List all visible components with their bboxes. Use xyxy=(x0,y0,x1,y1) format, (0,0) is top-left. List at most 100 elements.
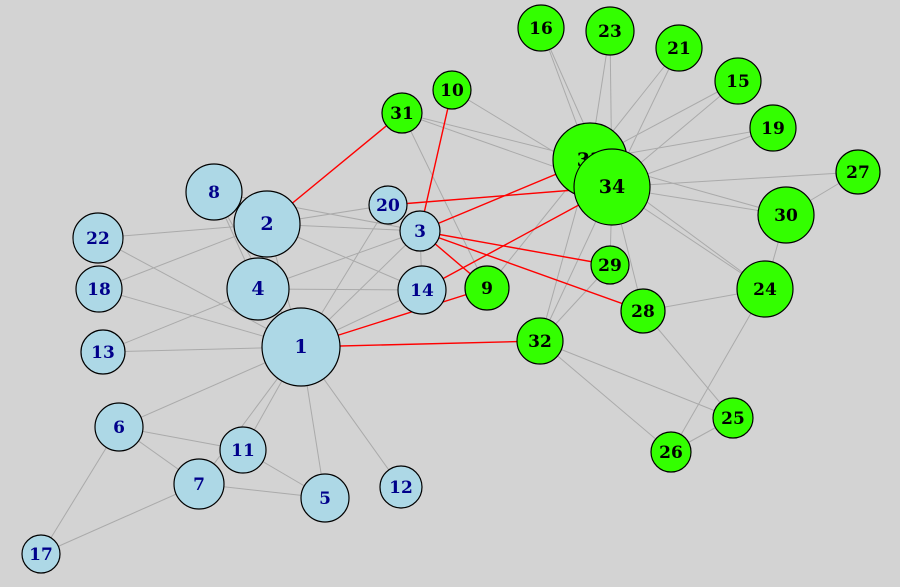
node-circle-6 xyxy=(94,402,144,452)
node-label-24: 24 xyxy=(753,280,777,300)
edge-25-32 xyxy=(539,340,734,419)
node-circle-28 xyxy=(620,288,666,334)
node-16: 16 xyxy=(517,4,565,52)
edge-27-34 xyxy=(611,171,859,188)
node-2: 2 xyxy=(233,190,301,258)
node-label-10: 10 xyxy=(440,81,464,101)
cut-edge-3-29 xyxy=(419,230,611,266)
node-label-25: 25 xyxy=(721,409,745,429)
node-7: 7 xyxy=(173,458,225,510)
node-label-29: 29 xyxy=(598,256,622,276)
node-label-6: 6 xyxy=(113,418,125,438)
node-label-14: 14 xyxy=(410,281,434,301)
node-34: 34 xyxy=(573,148,651,226)
edge-6-17 xyxy=(40,426,120,555)
node-label-13: 13 xyxy=(91,343,115,363)
node-24: 24 xyxy=(736,260,794,318)
edge-7-17 xyxy=(40,483,200,555)
node-circle-23 xyxy=(585,6,635,56)
node-15: 15 xyxy=(714,57,762,105)
node-circle-14 xyxy=(397,265,447,315)
node-label-4: 4 xyxy=(251,278,264,300)
node-label-12: 12 xyxy=(389,478,413,498)
node-label-11: 11 xyxy=(231,441,255,461)
cut-edge-3-28 xyxy=(419,230,644,312)
node-19: 19 xyxy=(749,104,797,152)
node-18: 18 xyxy=(75,265,123,313)
node-circle-31 xyxy=(381,92,423,134)
node-26: 26 xyxy=(650,431,692,473)
node-circle-26 xyxy=(650,431,692,473)
node-label-26: 26 xyxy=(659,443,683,463)
node-21: 21 xyxy=(655,24,703,72)
node-label-15: 15 xyxy=(726,72,750,92)
node-circle-16 xyxy=(517,4,565,52)
node-label-18: 18 xyxy=(87,280,111,300)
node-29: 29 xyxy=(590,245,630,285)
node-circle-15 xyxy=(714,57,762,105)
node-label-9: 9 xyxy=(481,279,493,299)
node-circle-11 xyxy=(219,426,267,474)
node-20: 20 xyxy=(368,185,408,225)
node-30: 30 xyxy=(757,186,815,244)
node-label-27: 27 xyxy=(846,163,870,183)
node-circle-19 xyxy=(749,104,797,152)
node-label-20: 20 xyxy=(376,196,400,216)
node-32: 32 xyxy=(516,317,564,365)
node-31: 31 xyxy=(381,92,423,134)
node-circle-4 xyxy=(226,257,290,321)
node-circle-29 xyxy=(590,245,630,285)
node-label-3: 3 xyxy=(414,222,426,242)
node-circle-3 xyxy=(399,210,441,252)
node-circle-12 xyxy=(379,465,423,509)
node-circle-2 xyxy=(233,190,301,258)
node-label-21: 21 xyxy=(667,39,691,59)
node-label-19: 19 xyxy=(761,119,785,139)
node-9: 9 xyxy=(464,265,510,311)
node-11: 11 xyxy=(219,426,267,474)
node-circle-34 xyxy=(573,148,651,226)
node-1: 1 xyxy=(261,307,341,387)
node-circle-32 xyxy=(516,317,564,365)
node-28: 28 xyxy=(620,288,666,334)
node-4: 4 xyxy=(226,257,290,321)
node-label-7: 7 xyxy=(193,475,205,495)
node-8: 8 xyxy=(185,163,243,221)
node-circle-21 xyxy=(655,24,703,72)
node-label-1: 1 xyxy=(294,336,307,358)
node-label-22: 22 xyxy=(86,229,110,249)
node-label-32: 32 xyxy=(528,332,552,352)
node-27: 27 xyxy=(835,149,881,195)
node-23: 23 xyxy=(585,6,635,56)
node-circle-13 xyxy=(80,329,126,375)
node-circle-30 xyxy=(757,186,815,244)
node-circle-9 xyxy=(464,265,510,311)
node-label-17: 17 xyxy=(29,545,53,565)
node-6: 6 xyxy=(94,402,144,452)
cut-edge-3-10 xyxy=(419,89,453,232)
node-3: 3 xyxy=(399,210,441,252)
node-circle-1 xyxy=(261,307,341,387)
node-22: 22 xyxy=(72,212,124,264)
node-circle-5 xyxy=(300,473,350,523)
node-5: 5 xyxy=(300,473,350,523)
node-label-16: 16 xyxy=(529,19,553,39)
node-circle-10 xyxy=(432,70,472,110)
node-label-23: 23 xyxy=(598,22,622,42)
node-circle-25 xyxy=(712,397,754,439)
node-circle-20 xyxy=(368,185,408,225)
node-circle-18 xyxy=(75,265,123,313)
node-label-31: 31 xyxy=(390,104,414,124)
node-10: 10 xyxy=(432,70,472,110)
node-13: 13 xyxy=(80,329,126,375)
node-label-8: 8 xyxy=(208,183,220,203)
node-circle-7 xyxy=(173,458,225,510)
node-25: 25 xyxy=(712,397,754,439)
edge-26-32 xyxy=(539,340,672,453)
node-label-2: 2 xyxy=(260,213,273,235)
node-circle-27 xyxy=(835,149,881,195)
node-17: 17 xyxy=(21,534,61,574)
node-label-5: 5 xyxy=(319,489,331,509)
